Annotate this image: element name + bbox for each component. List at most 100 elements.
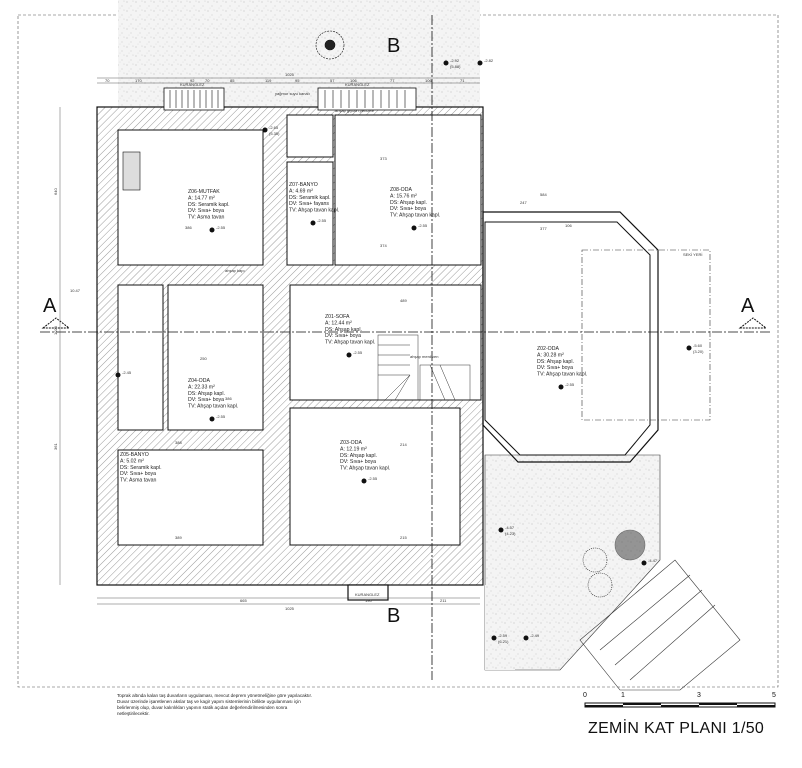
dim-bottom: 665 — [240, 598, 247, 603]
level-value: -2.59 — [498, 633, 508, 638]
scale-tick: 5 — [772, 692, 776, 699]
dim-top: 77 — [390, 78, 395, 83]
room-area: A: 14.77 m² — [188, 195, 215, 201]
dim-inner: 374 — [380, 243, 387, 248]
level-marker-icon — [115, 372, 121, 378]
room-area: A: 12.19 m² — [340, 446, 367, 452]
stair-label: ahşap merdiven — [410, 354, 438, 359]
scale-tick: 0 — [583, 692, 587, 699]
level-marker-icon — [498, 527, 504, 533]
room-code: Z02-ODA — [537, 346, 559, 352]
room-code: Z08-ODA — [390, 187, 412, 193]
room-code: Z07-BANYO — [289, 182, 318, 188]
room-area: A: 5.02 m² — [120, 458, 144, 464]
level-sub: (3.20) — [693, 349, 704, 354]
dim-inner: 386 — [185, 225, 192, 230]
dim-top: 57 — [330, 78, 335, 83]
door-label: ahşap kapı — [225, 268, 245, 273]
dim-top: 71 — [460, 78, 465, 83]
dim-inner: 489 — [400, 298, 407, 303]
room-ceiling: TV: Asma tavan — [188, 215, 225, 221]
room-area: A: 30.28 m² — [537, 352, 564, 358]
level-sub: (5.88) — [450, 64, 461, 69]
level-marker-icon — [443, 60, 449, 66]
room-z04 — [167, 284, 264, 431]
room-ceiling: TV: Asma tavan — [120, 478, 157, 484]
room-code: Z06-MUTFAK — [188, 189, 220, 195]
dim-inner: 388 — [175, 440, 182, 445]
z02-platform — [581, 249, 711, 421]
room-level: -2.55 — [353, 350, 363, 355]
room-wall: DV: Sıva+ fayans — [289, 201, 329, 207]
kuranglez-bottom — [347, 584, 389, 601]
level-marker-icon — [411, 225, 417, 231]
plant-icon — [315, 30, 646, 598]
room-ceiling: TV: Ahşap tavan kapl. — [390, 213, 440, 219]
room-wall: DV: Sıva+ boya — [120, 471, 156, 477]
room-z06 — [117, 129, 264, 266]
dim-inner: 377 — [540, 226, 547, 231]
kuranglez-bottom-label: KURANGLEZ — [355, 592, 380, 597]
section-mark-a-left: A — [43, 295, 57, 317]
room-wall: DV: Sıva+ boya — [390, 206, 426, 212]
level-value: -2.65 — [269, 125, 279, 130]
room-level: -2.55 — [216, 225, 226, 230]
dim-bottom: 190 — [365, 598, 372, 603]
dim-left: 1020 — [53, 325, 58, 335]
level-marker-icon — [346, 352, 352, 358]
level-value: -2.45 — [122, 370, 132, 375]
room-z02 — [484, 221, 651, 456]
room-z01 — [289, 284, 482, 401]
kuranglez-label-1: KURANGLEZ — [180, 82, 205, 87]
garden-top-strip — [440, 0, 480, 112]
dim-top-overall: 1025 — [285, 72, 295, 77]
dim-inner: 106 — [565, 223, 572, 228]
room-level: -2.55 — [418, 223, 428, 228]
room-floor: DS: Seramik kapl. — [120, 465, 162, 471]
stair — [377, 334, 471, 401]
drawing-title: ZEMİN KAT PLANI 1/50 — [588, 720, 765, 737]
scale-tick: 3 — [697, 692, 701, 699]
dim-inner: 214 — [400, 442, 407, 447]
section-arrow-icon — [738, 317, 768, 329]
scale-tick: 1 — [621, 692, 625, 699]
room-wall: DV: Sıva+ boya — [537, 365, 573, 371]
dim-top: 170 — [135, 78, 142, 83]
level-marker-icon — [477, 60, 483, 66]
room-level: -2.55 — [216, 414, 226, 419]
dim-top: 95 — [295, 78, 300, 83]
room-code: Z04-ODA — [188, 378, 210, 384]
room-wall: DV: Sıva+ boya — [188, 208, 224, 214]
room-code: Z01-SOFA — [325, 314, 350, 320]
room-wall: DV: Sıva+ boya — [325, 333, 361, 339]
section-mark-b-bottom: B — [387, 605, 400, 627]
section-mark-a-right: A — [741, 295, 755, 317]
room-floor: DS: Seramik kapl. — [188, 202, 230, 208]
dim-left: 361 — [53, 443, 58, 450]
room-area: A: 12.44 m² — [325, 320, 352, 326]
dim-bottom-overall: 1025 — [285, 606, 295, 611]
level-marker-icon — [686, 345, 692, 351]
level-sub: (6.21) — [498, 639, 509, 644]
room-floor: DS: Ahşap kapl. — [340, 453, 377, 459]
room-ceiling: TV: Ahşap tavan kapl. — [289, 208, 339, 214]
platform-label: SEKİ YERİ — [683, 252, 703, 257]
dim-top: 70 — [205, 78, 210, 83]
window-label: ahşap giyotin pencere — [335, 108, 375, 113]
room-level: -2.55 — [565, 382, 575, 387]
level-marker-icon — [491, 635, 497, 641]
dim-bottom: 211 — [440, 598, 447, 603]
room-ceiling: TV: Ahşap tavan kapl. — [188, 404, 238, 410]
dim-inner: 389 — [175, 535, 182, 540]
level-marker-icon — [209, 227, 215, 233]
level-marker-icon — [310, 220, 316, 226]
room-z05 — [117, 449, 264, 546]
section-arrow-icon — [41, 317, 71, 329]
level-value: -4.57 — [505, 525, 515, 530]
room-floor: DS: Ahşap kapl. — [325, 327, 362, 333]
room-area: A: 22.33 m² — [188, 384, 215, 390]
dim-left: 640 — [53, 188, 58, 195]
room-floor: DS: Ahşap kapl. — [537, 359, 574, 365]
dim-inner: 373 — [380, 156, 387, 161]
dim-top: 106 — [350, 78, 357, 83]
